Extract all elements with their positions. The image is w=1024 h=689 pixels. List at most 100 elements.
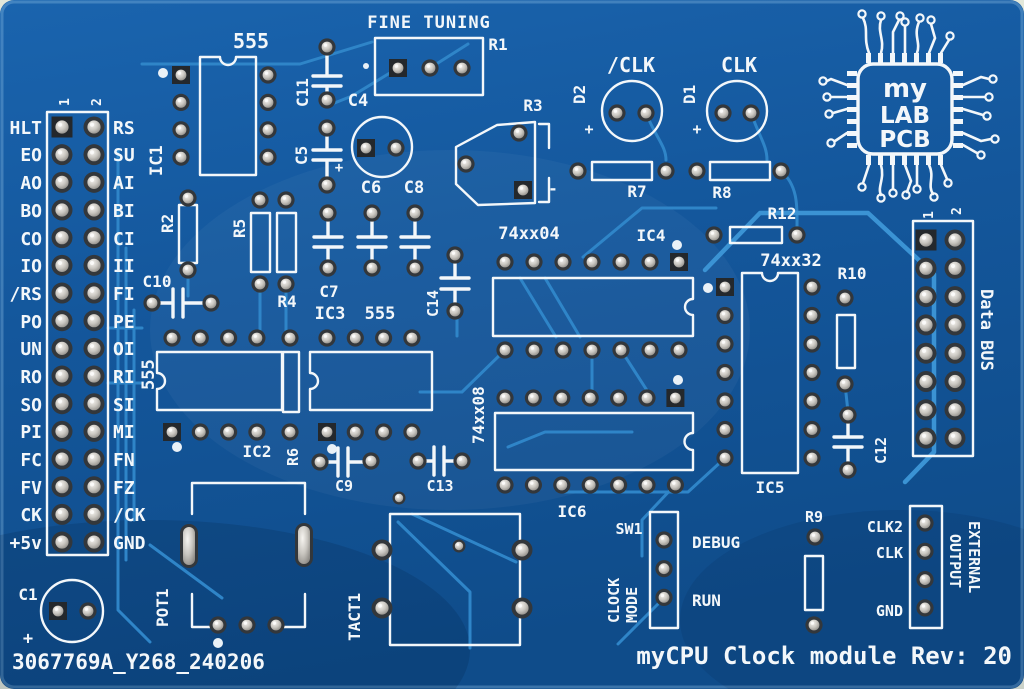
r3-outline [454, 120, 537, 207]
pad [524, 389, 543, 407]
square-pad [915, 229, 937, 251]
logo-pin [914, 155, 919, 165]
external-output-label-2: OUTPUT [946, 534, 964, 588]
clock-mode-label-1: CLOCK [605, 578, 623, 623]
via-dot [703, 283, 713, 293]
logo-pin [866, 155, 871, 165]
pad [836, 375, 854, 393]
hdr-label-hlt: HLT [9, 118, 42, 139]
pad [714, 104, 732, 122]
pad [83, 393, 105, 415]
r12-outline [728, 225, 784, 245]
logo-traces [818, 9, 1000, 203]
ic3-outline [308, 350, 434, 412]
square-pad [514, 181, 532, 199]
data-bus-pin2-number: 2 [950, 207, 965, 215]
pad [610, 389, 628, 407]
pad [51, 476, 73, 498]
pad [281, 329, 299, 347]
pad [641, 253, 659, 271]
logo-pin [847, 143, 857, 148]
hdr-label-un: UN [20, 339, 42, 360]
c10-label: C10 [143, 272, 172, 291]
pad [944, 427, 966, 449]
hdr-label-pe: PE [113, 312, 135, 333]
pad [83, 254, 105, 276]
pad [452, 539, 466, 553]
ic5-outline [740, 271, 800, 475]
pad [319, 259, 337, 277]
pad [637, 104, 655, 122]
pad [392, 491, 406, 505]
via-dot [327, 444, 337, 454]
pad [83, 420, 105, 442]
square-pad [666, 389, 685, 407]
pad [803, 420, 821, 439]
r2-label: R2 [158, 214, 177, 233]
left-header-outline [45, 110, 110, 557]
hdr-label-ci: CI [113, 229, 135, 250]
pad [788, 226, 806, 244]
logo-pin [890, 53, 895, 63]
pad [191, 423, 209, 441]
hdr-label-5v: +5v [9, 533, 42, 554]
hdr-label-rs: RS [113, 118, 135, 139]
pad [248, 423, 266, 441]
pad [525, 341, 543, 359]
logo-pin [866, 53, 871, 63]
pad [944, 371, 966, 392]
pad [51, 282, 73, 304]
cap-symbols [155, 53, 864, 478]
hdr-label-mi: MI [113, 422, 135, 443]
pad [318, 91, 336, 109]
pad [387, 139, 405, 157]
c14-label: C14 [424, 290, 442, 317]
ic1-outline [198, 55, 258, 177]
r7-label: R7 [627, 182, 646, 201]
pad [806, 528, 824, 546]
hdr-label-gnd: GND [113, 533, 146, 554]
pad [554, 341, 572, 359]
hdr-label-bo: BO [20, 201, 42, 222]
c8-label: C8 [404, 178, 424, 198]
pad [248, 329, 266, 347]
pad [916, 571, 934, 589]
hdr-pin2-number: 2 [90, 98, 105, 106]
ic5-part-label: 74xx32 [760, 251, 821, 271]
pad [319, 204, 337, 222]
pad [453, 59, 471, 77]
hdr-label-eo: EO [20, 145, 42, 166]
tact1-label: TACT1 [345, 593, 364, 641]
pad [915, 257, 937, 279]
hdr-label-so: SO [20, 395, 42, 416]
hdr-label-fn: FN [113, 450, 135, 471]
pad [915, 314, 937, 336]
pad [496, 389, 514, 407]
fine-tuning-label: FINE TUNING [367, 13, 491, 33]
square-pad [318, 423, 336, 441]
c11-symbol [311, 53, 343, 99]
ic4-ref-label: IC4 [637, 226, 666, 245]
pad [406, 204, 424, 222]
logo-pin [902, 53, 907, 63]
hdr-label-su: SU [113, 145, 135, 166]
hdr-label-ro: RO [20, 367, 42, 388]
pad [202, 294, 220, 312]
hdr-label-fc: FC [20, 450, 42, 471]
c11-label: C11 [293, 78, 312, 107]
pad [803, 363, 821, 382]
clk-out-label: CLK [876, 544, 903, 562]
pad [716, 363, 734, 382]
pad [406, 259, 424, 277]
logo-chip-pins [847, 53, 963, 165]
r9-label: R9 [805, 508, 823, 526]
shade [680, 510, 1024, 689]
square-pad [49, 602, 67, 620]
pad [581, 476, 599, 494]
logo-pin [953, 83, 963, 88]
square-pad [670, 253, 688, 271]
pad [453, 452, 471, 470]
pad [803, 278, 821, 296]
pad [51, 365, 73, 387]
hdr-label-oi: OI [113, 339, 135, 360]
